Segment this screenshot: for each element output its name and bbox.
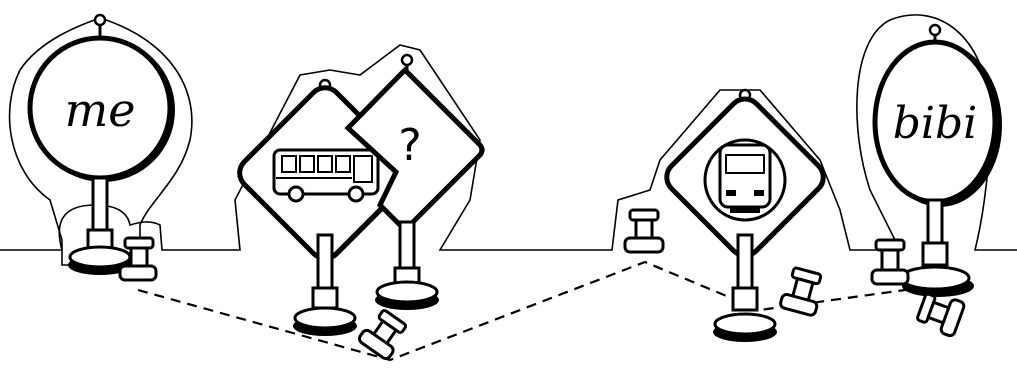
sign-me: me	[10, 15, 192, 280]
sign-question-label: ?	[398, 120, 421, 171]
pushpin-icon	[625, 210, 663, 252]
pushpin-icon	[358, 307, 410, 360]
pushpin-icon	[780, 266, 826, 316]
bus-icon	[274, 150, 378, 201]
sign-bibi-label: bibi	[893, 98, 977, 149]
pushpin-icon	[872, 240, 908, 284]
train-icon	[705, 140, 785, 220]
sign-me-label: me	[65, 83, 136, 137]
sign-train	[660, 90, 832, 342]
sign-bibi: bibi	[872, 25, 1002, 337]
